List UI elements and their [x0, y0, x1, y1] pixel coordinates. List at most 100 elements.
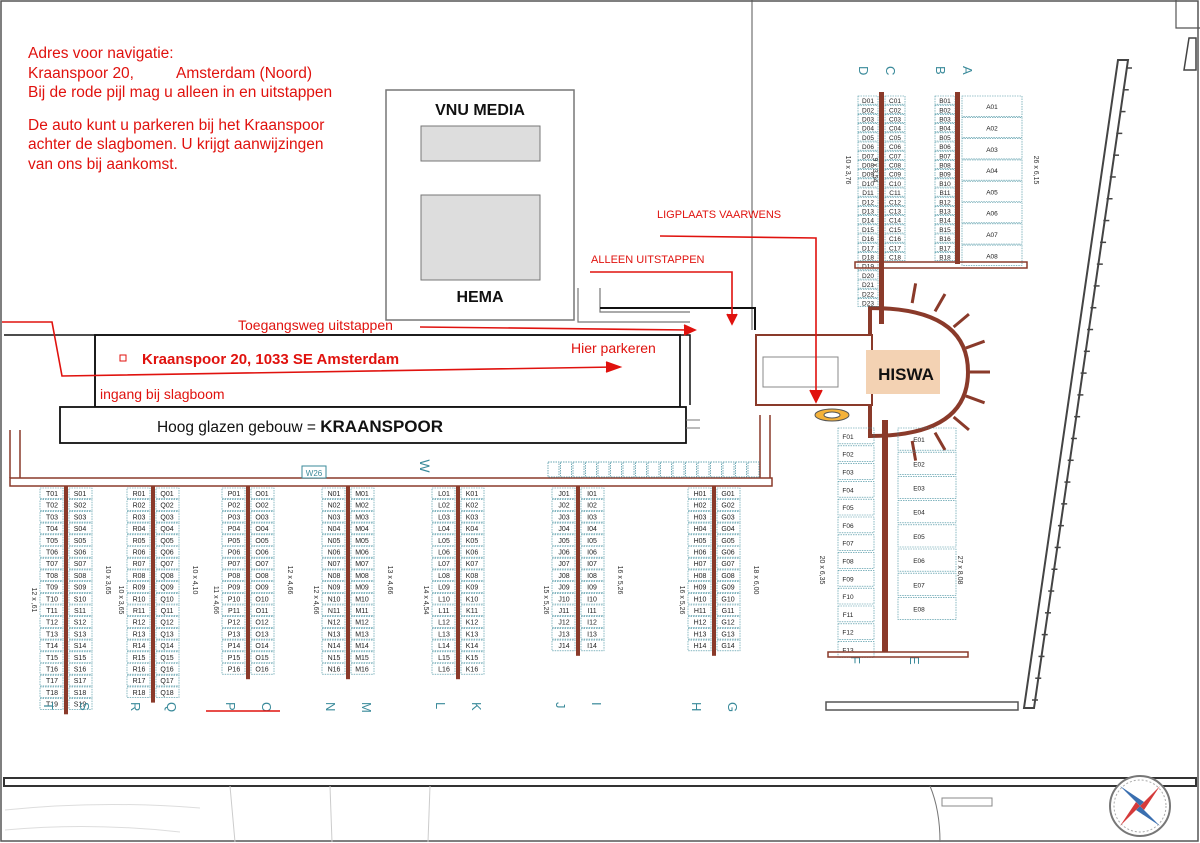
berth-label: N04 — [328, 526, 341, 533]
berth-label: L08 — [438, 573, 450, 580]
berth-label: B11 — [939, 190, 950, 197]
berth-label: F08 — [842, 559, 854, 566]
berth-label: I05 — [587, 538, 597, 545]
berth-slot — [155, 592, 180, 605]
berth-label: T18 — [46, 690, 58, 697]
pier-letter: K — [469, 702, 484, 711]
east-breakwater — [1022, 37, 1197, 709]
berth-label: B05 — [939, 135, 951, 142]
berth-label: A02 — [986, 125, 998, 132]
berth-slot — [431, 569, 456, 581]
berth-slot — [857, 95, 879, 105]
berth-slot — [857, 160, 879, 169]
berth-label: P11 — [228, 608, 240, 615]
pier-walkway — [151, 486, 155, 703]
berth-slot — [837, 498, 875, 516]
berth-slot — [350, 651, 375, 663]
berth-slot — [431, 557, 456, 570]
hiswa-finger — [933, 431, 947, 451]
berth-label: G14 — [721, 643, 734, 650]
berth-slot — [857, 288, 879, 298]
berth-slot — [961, 244, 1023, 266]
berth-label: I04 — [587, 526, 597, 533]
berth-label: C13 — [889, 209, 901, 216]
berth-label: C11 — [889, 190, 901, 197]
berth-label: H02 — [694, 503, 707, 510]
berth-slot — [837, 641, 875, 658]
red-arrows — [2, 235, 823, 404]
berth-label: D17 — [862, 245, 874, 252]
berth-slot — [551, 522, 576, 535]
berth-slot — [221, 604, 246, 616]
berth-label: M10 — [355, 596, 369, 603]
berth-slot — [687, 557, 712, 570]
berth-label: J02 — [558, 503, 569, 510]
berth-slot — [857, 132, 879, 142]
berth-label: H13 — [694, 631, 707, 638]
berth-label: C12 — [889, 199, 901, 206]
berth-slot — [837, 570, 875, 587]
berth-label: D03 — [862, 117, 874, 124]
berth-slot — [350, 499, 375, 511]
berth-label: R09 — [133, 585, 146, 592]
berth-slot — [321, 534, 346, 546]
berth-label: T05 — [46, 538, 58, 545]
berth-slot — [68, 628, 93, 640]
berth-label: M03 — [355, 514, 369, 521]
pier-letter: T — [41, 702, 56, 710]
berth-slot — [221, 592, 246, 605]
berth-slot — [716, 546, 741, 558]
berth-slot — [934, 178, 956, 188]
berth-slot — [460, 511, 485, 523]
berth-slot — [884, 206, 906, 215]
berth-slot — [934, 141, 956, 151]
berth-slot — [837, 516, 875, 534]
berth-label: I11 — [587, 608, 596, 615]
berth-label: I09 — [587, 585, 597, 592]
berth-label: B02 — [939, 107, 951, 114]
berth-label: T08 — [46, 573, 58, 580]
berth-slot — [884, 160, 906, 169]
berth-label: N09 — [328, 585, 341, 592]
berth-label: Q09 — [160, 585, 173, 592]
berth-label: R10 — [133, 596, 146, 603]
berth-label: Q14 — [160, 643, 173, 650]
berth-label: Q15 — [160, 655, 173, 662]
berth-slot — [126, 522, 151, 535]
berth-slot — [580, 546, 605, 558]
berth-label: N12 — [328, 620, 341, 627]
berth-label: O14 — [255, 643, 268, 650]
w-berth-slot — [710, 461, 722, 478]
berth-slot — [250, 499, 275, 511]
berth-slot — [250, 557, 275, 570]
pier-letter: G — [725, 702, 740, 712]
berth-slot — [460, 487, 485, 499]
berth-slot — [221, 487, 246, 499]
berth-slot — [884, 215, 906, 225]
berth-label: R05 — [133, 538, 146, 545]
berth-slot — [580, 569, 605, 581]
berth-label: L06 — [438, 550, 450, 557]
berth-label: M16 — [355, 667, 369, 674]
berth-label: O12 — [255, 620, 268, 627]
pier-walkway — [854, 261, 1028, 269]
berth-slot — [321, 616, 346, 628]
berth-slot — [551, 569, 576, 581]
berth-label: P07 — [228, 561, 241, 568]
berth-slot — [350, 663, 375, 675]
berth-label: K07 — [466, 561, 479, 568]
berth-label: F12 — [842, 630, 854, 637]
berth-slot — [857, 270, 879, 280]
berth-label: P14 — [228, 643, 241, 650]
berth-slot — [39, 487, 64, 499]
berth-slot — [551, 592, 576, 605]
berth-slot — [934, 206, 956, 215]
berth-label: J12 — [558, 620, 569, 627]
berth-slot — [221, 499, 246, 511]
berth-label: L15 — [438, 655, 450, 662]
berth-label: B08 — [939, 163, 951, 170]
pier-letter: S — [77, 702, 92, 711]
berth-label: B15 — [939, 227, 951, 234]
berth-slot — [580, 522, 605, 535]
pier-walkway — [882, 420, 888, 652]
